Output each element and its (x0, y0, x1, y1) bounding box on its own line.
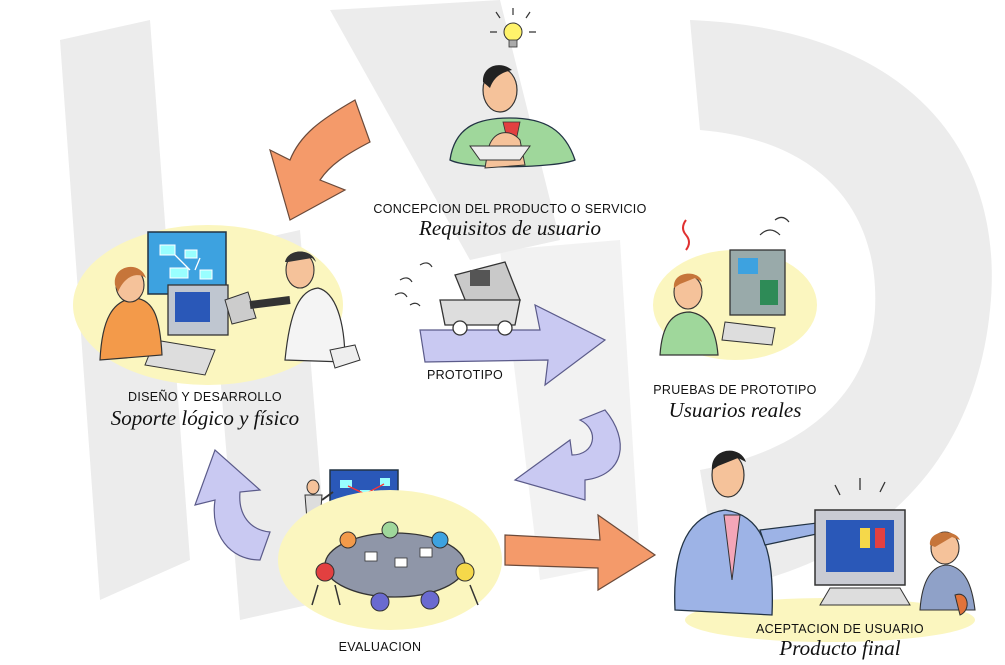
aceptacion-subtitle: Producto final (779, 636, 901, 660)
lightbulb-icon (490, 8, 536, 48)
pruebas-title: PRUEBAS DE PROTOTIPO (653, 383, 817, 397)
concepcion-title: CONCEPCION DEL PRODUCTO O SERVICIO (373, 202, 647, 216)
diseno-subtitle: Soporte lógico y físico (110, 406, 300, 430)
meeting-table-icon (278, 490, 502, 630)
arrow-concepcion-to-diseno (269, 99, 371, 221)
prototype-truck-icon (394, 261, 521, 336)
prototipo-title: PROTOTIPO (426, 368, 504, 382)
concepcion-subtitle: Requisitos de usuario (419, 216, 601, 240)
arrow-evaluacion-to-diseno (194, 448, 271, 561)
arrow-prototipo-to-pruebas (419, 303, 607, 387)
thinking-man-icon (449, 65, 576, 169)
evaluacion-title: EVALUACION (338, 640, 422, 654)
aceptacion-title: ACEPTACION DE USUARIO (756, 622, 924, 636)
design-team-icon (73, 225, 361, 385)
diseno-title: DISEÑO Y DESARROLLO (128, 390, 282, 404)
pruebas-subtitle: Usuarios reales (668, 398, 802, 422)
arrow-evaluacion-to-aceptacion (504, 513, 657, 592)
arrow-pruebas-to-evaluacion (513, 409, 621, 501)
tester-icon (653, 216, 817, 360)
handshake-computer-icon (674, 450, 976, 642)
